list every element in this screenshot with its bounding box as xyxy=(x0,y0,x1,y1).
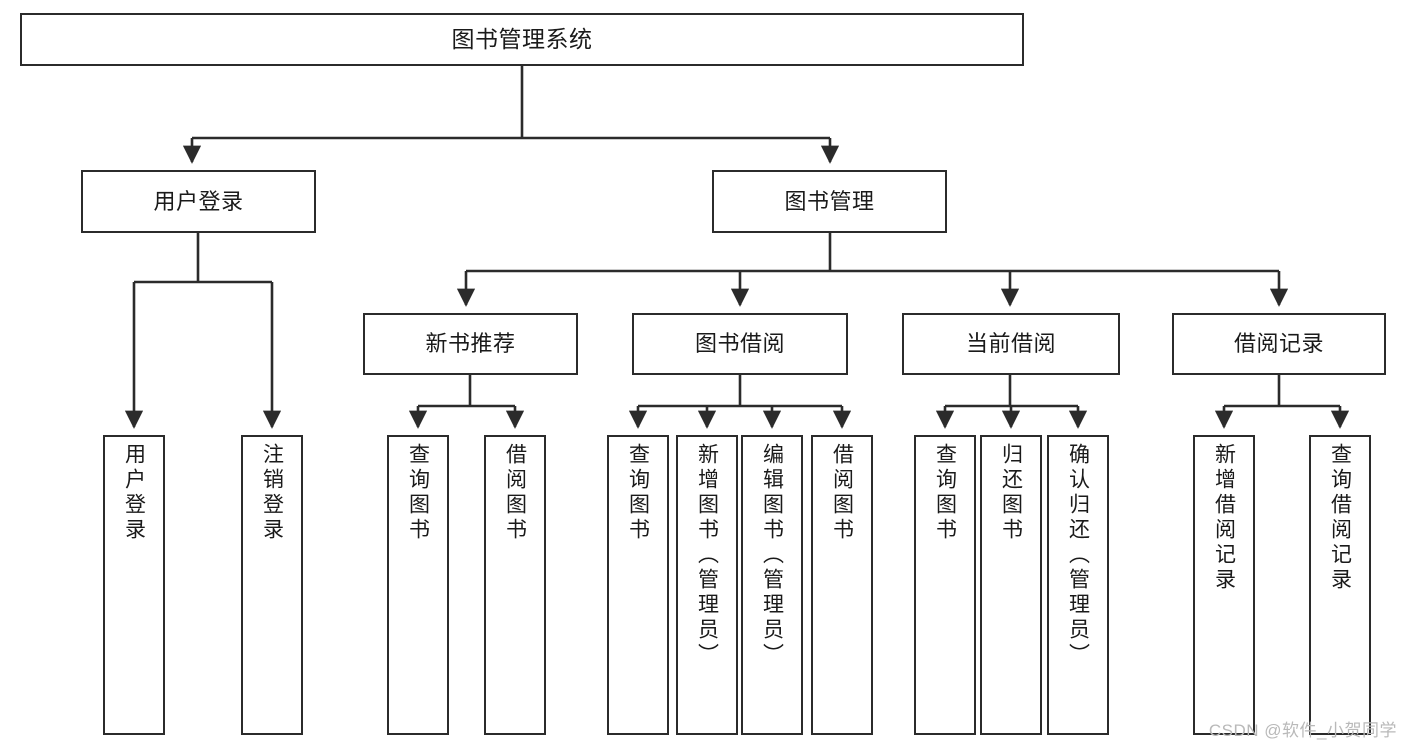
node-leaf-new-book-1[interactable]: 查询图书 xyxy=(387,435,449,735)
node-leaf-new-book-2-label: 借阅图书 xyxy=(503,443,527,543)
node-leaf-user-login-1-label: 用户登录 xyxy=(122,443,146,543)
node-leaf-current-borrow-1[interactable]: 查询图书 xyxy=(914,435,976,735)
node-leaf-current-borrow-3-label: 确认归还（管理员） xyxy=(1066,443,1090,668)
node-leaf-user-login-2-label: 注销登录 xyxy=(260,443,284,543)
node-current-borrow-label: 当前借阅 xyxy=(965,331,1056,357)
node-leaf-book-borrow-3-label: 编辑图书（管理员） xyxy=(760,443,784,668)
node-leaf-book-borrow-2-label: 新增图书（管理员） xyxy=(695,443,719,668)
node-leaf-book-borrow-3[interactable]: 编辑图书（管理员） xyxy=(741,435,803,735)
node-leaf-borrow-record-2[interactable]: 查询借阅记录 xyxy=(1309,435,1371,735)
node-leaf-current-borrow-3[interactable]: 确认归还（管理员） xyxy=(1047,435,1109,735)
node-leaf-current-borrow-2[interactable]: 归还图书 xyxy=(980,435,1042,735)
node-new-book-recommend[interactable]: 新书推荐 xyxy=(363,313,578,375)
node-book-management[interactable]: 图书管理 xyxy=(712,170,947,233)
node-leaf-borrow-record-2-label: 查询借阅记录 xyxy=(1328,443,1352,593)
node-leaf-current-borrow-1-label: 查询图书 xyxy=(933,443,957,543)
node-borrow-record[interactable]: 借阅记录 xyxy=(1172,313,1386,375)
node-root-system[interactable]: 图书管理系统 xyxy=(20,13,1024,66)
node-leaf-current-borrow-2-label: 归还图书 xyxy=(999,443,1023,543)
node-leaf-new-book-2[interactable]: 借阅图书 xyxy=(484,435,546,735)
node-current-borrow[interactable]: 当前借阅 xyxy=(902,313,1120,375)
watermark: CSDN @软件_小贺同学 xyxy=(1208,721,1397,740)
node-leaf-book-borrow-1[interactable]: 查询图书 xyxy=(607,435,669,735)
node-new-book-recommend-label: 新书推荐 xyxy=(425,331,516,357)
node-leaf-borrow-record-1[interactable]: 新增借阅记录 xyxy=(1193,435,1255,735)
node-user-login[interactable]: 用户登录 xyxy=(81,170,316,233)
node-leaf-new-book-1-label: 查询图书 xyxy=(406,443,430,543)
node-borrow-record-label: 借阅记录 xyxy=(1233,331,1324,357)
node-user-login-label: 用户登录 xyxy=(153,188,244,214)
node-book-management-label: 图书管理 xyxy=(784,188,875,214)
node-leaf-book-borrow-4[interactable]: 借阅图书 xyxy=(811,435,873,735)
node-leaf-book-borrow-1-label: 查询图书 xyxy=(626,443,650,543)
node-leaf-user-login-1[interactable]: 用户登录 xyxy=(103,435,165,735)
node-leaf-book-borrow-2[interactable]: 新增图书（管理员） xyxy=(676,435,738,735)
node-book-borrow[interactable]: 图书借阅 xyxy=(632,313,848,375)
node-leaf-user-login-2[interactable]: 注销登录 xyxy=(241,435,303,735)
node-leaf-book-borrow-4-label: 借阅图书 xyxy=(830,443,854,543)
node-leaf-borrow-record-1-label: 新增借阅记录 xyxy=(1212,443,1236,593)
node-book-borrow-label: 图书借阅 xyxy=(694,331,785,357)
node-root-system-label: 图书管理系统 xyxy=(451,25,593,52)
